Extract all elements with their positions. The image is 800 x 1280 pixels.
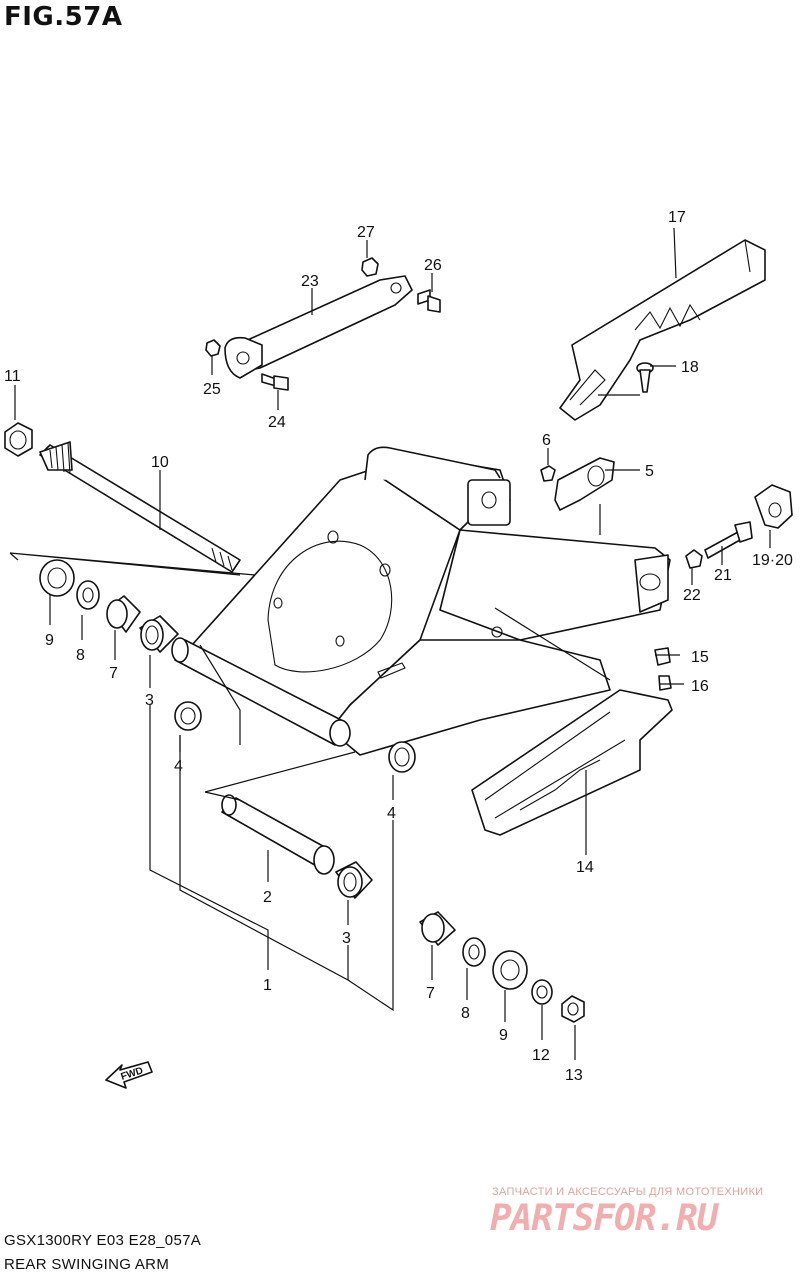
callout-9: 9 xyxy=(45,632,54,649)
callout-3: 3 xyxy=(342,930,351,947)
callout-14: 14 xyxy=(576,859,594,876)
callout-6: 6 xyxy=(542,432,551,449)
callout-18: 18 xyxy=(681,359,699,376)
callout-7: 7 xyxy=(109,665,118,682)
callout-10: 10 xyxy=(151,454,169,471)
callout-4: 4 xyxy=(387,805,396,822)
callout-17: 17 xyxy=(668,209,686,226)
leader-lines xyxy=(9,227,771,1060)
callout-11: 11 xyxy=(4,368,21,385)
left-bearing-stack xyxy=(39,559,202,731)
callout-25: 25 xyxy=(203,381,221,398)
bolts-nuts xyxy=(205,257,441,391)
callout-4: 4 xyxy=(174,758,183,775)
callout-labels: 1 2 3 3 4 4 5 6 7 7 8 8 9 9 10 11 12 13 … xyxy=(4,209,793,1084)
callout-3: 3 xyxy=(145,692,154,709)
watermark-logo: PARTSFOR.RU xyxy=(490,1198,718,1239)
screw xyxy=(636,362,654,393)
chain-case xyxy=(559,239,766,421)
forward-arrow-label: FWD xyxy=(120,1065,145,1083)
callout-5: 5 xyxy=(645,463,654,480)
callout-12: 12 xyxy=(532,1047,550,1064)
adjuster-block xyxy=(754,484,793,529)
figure-title: FIG.57A xyxy=(4,2,123,32)
callout-7: 7 xyxy=(426,985,435,1002)
watermark-tagline: ЗАПЧАСТИ И АКСЕССУАРЫ ДЛЯ МОТОТЕХНИКИ xyxy=(492,1186,764,1198)
chain-buffer xyxy=(471,689,673,836)
model-code: GSX1300RY E03 E28_057A xyxy=(4,1232,202,1249)
chain-adjuster-plate xyxy=(540,457,615,511)
callout-21: 21 xyxy=(714,567,732,584)
callout-22: 22 xyxy=(683,587,701,604)
callout-9: 9 xyxy=(499,1027,508,1044)
forward-arrow-icon: FWD xyxy=(105,1061,153,1089)
callout-13: 13 xyxy=(565,1067,583,1084)
callout-19-20: 19·20 xyxy=(752,552,793,569)
figure-name: REAR SWINGING ARM xyxy=(4,1256,170,1273)
buffer-bolt xyxy=(654,647,672,691)
nut xyxy=(4,422,33,457)
right-bearing-stack xyxy=(419,911,585,1023)
callout-8: 8 xyxy=(461,1005,470,1022)
callout-2: 2 xyxy=(263,889,272,906)
callout-8: 8 xyxy=(76,647,85,664)
callout-16: 16 xyxy=(691,678,709,695)
pivot-spacer xyxy=(221,741,416,899)
callout-27: 27 xyxy=(357,224,375,241)
pivot-shaft xyxy=(39,441,241,573)
adjuster-bolt xyxy=(685,521,753,569)
torque-link xyxy=(224,275,413,379)
callout-26: 26 xyxy=(424,257,442,274)
callout-23: 23 xyxy=(301,273,319,290)
callout-15: 15 xyxy=(691,649,709,666)
callout-1: 1 xyxy=(263,977,272,994)
callout-24: 24 xyxy=(268,414,286,431)
